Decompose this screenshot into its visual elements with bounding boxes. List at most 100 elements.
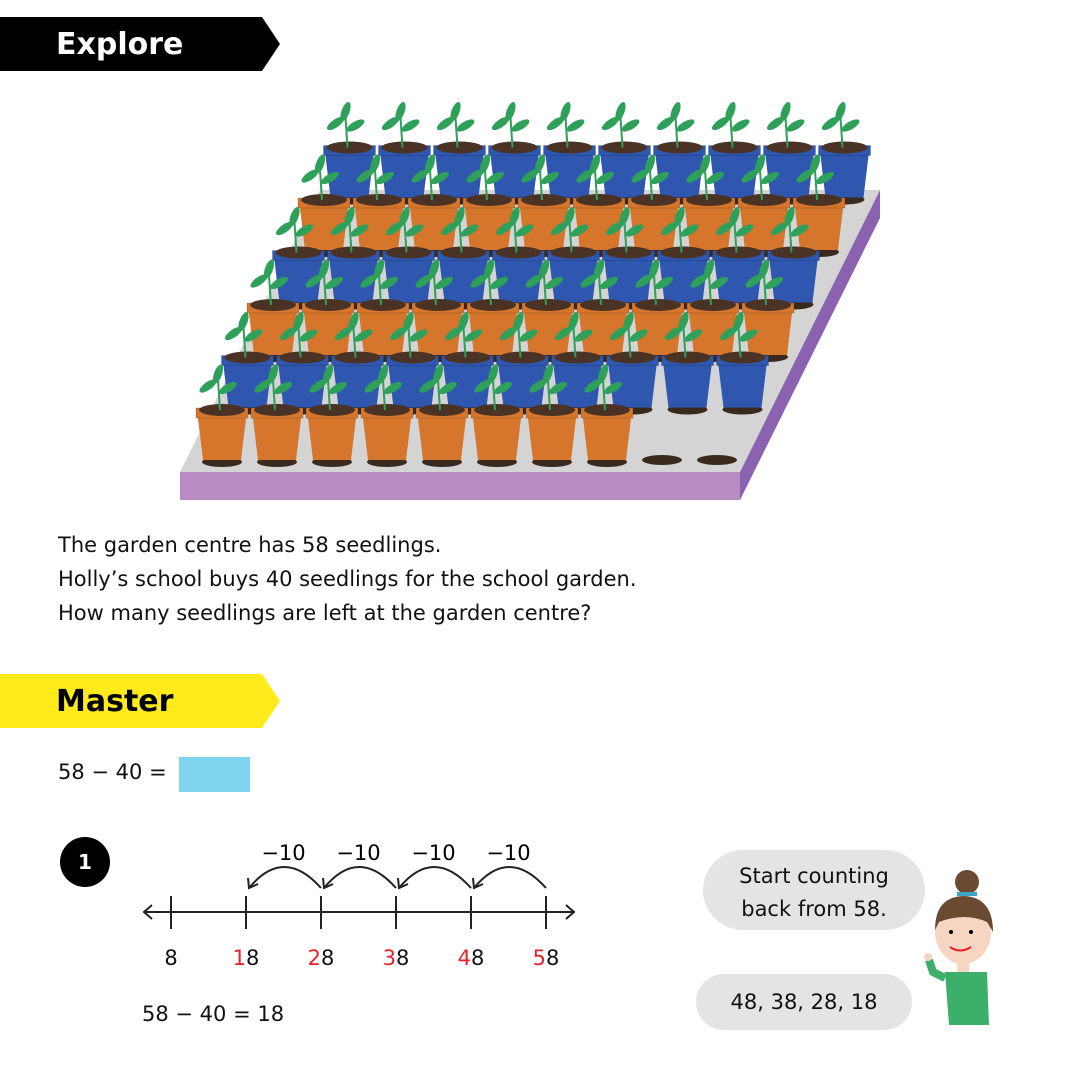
- pot: [658, 252, 709, 303]
- pot: [383, 252, 434, 303]
- seedling-pot: [525, 364, 579, 467]
- seedling-pot: [462, 154, 516, 257]
- soil: [495, 246, 542, 259]
- stem: [399, 117, 404, 148]
- pot: [489, 147, 540, 198]
- soil: [326, 141, 373, 154]
- soil: [546, 141, 593, 154]
- leaf: [385, 221, 404, 236]
- speech-line: back from 58.: [741, 897, 887, 921]
- pot: [574, 200, 624, 250]
- leaf: [570, 224, 589, 237]
- soil: [745, 299, 791, 311]
- leaf: [380, 276, 398, 290]
- soil: [631, 194, 677, 206]
- stem: [708, 274, 712, 306]
- stem: [619, 117, 624, 148]
- leaf: [267, 364, 279, 384]
- seedling-pot: [767, 207, 820, 310]
- leaf: [656, 116, 675, 131]
- tick-label: 28: [308, 946, 335, 970]
- leaf: [334, 326, 353, 341]
- stem: [323, 274, 327, 306]
- leaf: [725, 102, 736, 121]
- leaf: [609, 326, 628, 341]
- stem: [437, 379, 441, 411]
- leaf: [350, 224, 369, 237]
- pot: [493, 252, 544, 303]
- tick-tens-digit: 1: [233, 946, 246, 970]
- leaf: [648, 259, 660, 279]
- left-arrow-icon: [142, 904, 153, 920]
- soil: [821, 141, 868, 154]
- leaf: [597, 364, 609, 384]
- leaf: [733, 312, 744, 331]
- leaf: [731, 119, 750, 132]
- story-line: Holly’s school buys 40 seedlings for the…: [58, 567, 637, 591]
- soil: [470, 299, 516, 311]
- leaf: [399, 207, 410, 226]
- leaf: [515, 224, 534, 237]
- leaf: [655, 276, 673, 290]
- leaf: [674, 207, 685, 226]
- leaf: [739, 329, 758, 342]
- explore-banner: Explore: [0, 17, 280, 71]
- pot: [413, 305, 463, 355]
- story-line: How many seedlings are left at the garde…: [58, 601, 592, 625]
- leaf: [680, 224, 699, 237]
- leaf: [435, 276, 453, 290]
- leaf: [519, 329, 538, 342]
- leaf: [321, 171, 339, 185]
- soil: [741, 194, 787, 206]
- tick-ones-digit: 8: [321, 946, 334, 970]
- leaf: [389, 326, 408, 341]
- leaf: [605, 221, 624, 236]
- leaf: [529, 379, 547, 393]
- arrowhead-icon: [322, 877, 334, 890]
- leaf: [289, 207, 300, 226]
- pot: [328, 252, 379, 303]
- stem: [327, 379, 331, 411]
- seedling-pot: [195, 364, 249, 467]
- pot: [417, 410, 467, 460]
- stem: [513, 222, 518, 253]
- leaf: [428, 259, 440, 279]
- tick-ones-digit: 8: [396, 946, 409, 970]
- seedling-tray-illustration: [180, 102, 880, 500]
- leaf: [601, 116, 620, 131]
- stem: [272, 379, 276, 411]
- leaf: [699, 154, 711, 174]
- stem: [814, 169, 818, 201]
- soil: [660, 246, 707, 259]
- seedling-pot: [598, 102, 651, 205]
- soil: [686, 194, 732, 206]
- stem: [733, 222, 738, 253]
- leaf: [604, 381, 622, 395]
- pot: [688, 305, 738, 355]
- right-arrow-icon: [565, 904, 576, 920]
- pot: [303, 305, 353, 355]
- leaf: [305, 274, 323, 288]
- seedling-pot: [580, 364, 634, 467]
- answer-box[interactable]: [179, 757, 250, 792]
- equation: 58 − 40 =: [58, 760, 167, 784]
- leaf: [250, 274, 268, 288]
- leaf: [409, 329, 428, 342]
- pot: [599, 147, 650, 198]
- leaf: [238, 312, 249, 331]
- pot: [468, 305, 518, 355]
- stem: [788, 222, 793, 253]
- stem: [517, 327, 522, 358]
- stem: [293, 222, 298, 253]
- stem: [594, 169, 598, 201]
- soil: [525, 299, 571, 311]
- pot: [252, 410, 302, 460]
- tick-ones-digit: 8: [546, 946, 559, 970]
- leaf: [219, 381, 237, 395]
- leaf: [521, 169, 539, 183]
- seedling-pot: [433, 102, 486, 205]
- leaf: [651, 171, 669, 185]
- leaf: [574, 329, 593, 342]
- tick-label: 8: [164, 946, 177, 970]
- leaf: [254, 379, 272, 393]
